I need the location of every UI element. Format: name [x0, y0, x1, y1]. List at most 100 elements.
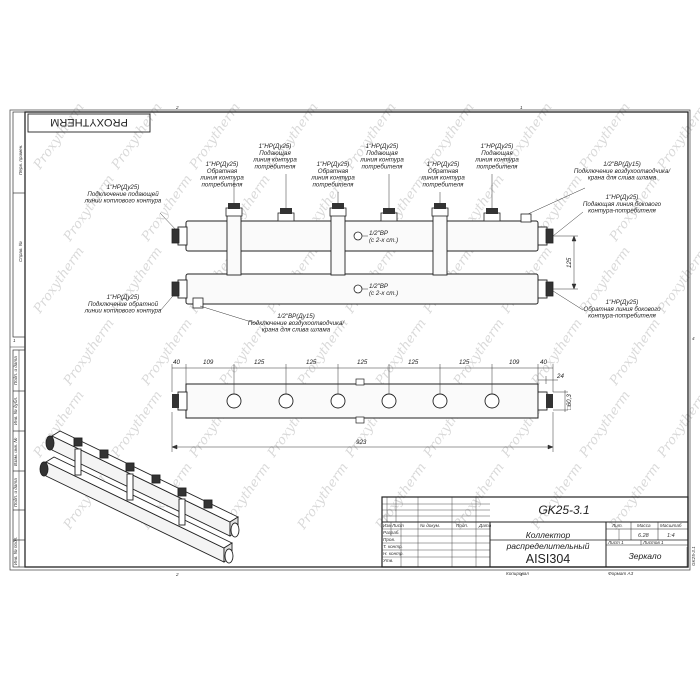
zone-mark-top-right: 1 — [520, 105, 523, 110]
mass-label: Масса — [637, 523, 651, 528]
outlet-supply-3 — [483, 208, 501, 222]
return-consumer-2-line-1: 1"НР(Ду25) — [317, 161, 350, 168]
supply-boiler-line-2: Подключение подающей — [87, 191, 159, 198]
outlet-return-3 — [431, 203, 449, 217]
stamp-podp-data-1: Подп. и дата — [13, 356, 18, 385]
top-hole-3 — [330, 393, 346, 409]
air-vent-bottom-line-3: крана для слива шлама — [262, 327, 331, 334]
air-vent-top-line-1: 1/2"ВР(Ду15) — [603, 161, 641, 168]
sheet-border — [9, 109, 691, 571]
supply-consumer-2-line-2: Подающая — [366, 150, 398, 157]
role-prov: Пров. — [383, 537, 395, 542]
outlet-supply-2 — [380, 208, 398, 222]
label-side-return: 1"НР(Ду25)Обратная линия боковогоконтура… — [583, 299, 661, 320]
stamp-perv-primen: Перв. примен. — [18, 144, 23, 175]
drawing-name-line1: Коллектор — [526, 530, 571, 540]
col-list: Лист — [391, 523, 404, 528]
top-view-holes — [226, 393, 500, 409]
air-vent-bottom-line-2: Подключение воздухоотводчика/ — [248, 320, 346, 327]
return-boiler-line-2: Подключение обратной — [88, 301, 159, 308]
brand-name: PROXYTHERM — [50, 116, 128, 128]
dim-space-4: 125 — [306, 359, 317, 366]
dim-space-5: 125 — [357, 359, 368, 366]
isometric-view — [39, 430, 240, 564]
label-air-vent-bottom: 1/2"ВР(Ду15)Подключение воздухоотводчика… — [248, 313, 346, 334]
top-view: 40 109 125 125 125 125 125 109 40 923 24… — [171, 359, 573, 452]
side-return-line-3: контура-потребителя — [588, 313, 656, 320]
side-return-line-1: 1"НР(Ду25) — [606, 299, 639, 306]
top-hole-1 — [226, 393, 242, 409]
return-consumer-2-line-2: Обратная — [318, 168, 349, 175]
air-vent-top-line-2: Подключение воздухоотводчика/ — [574, 168, 672, 175]
zone-mark-top-left: 2 — [175, 105, 179, 110]
supply-consumer-1-line-1: 1"НР(Ду25) — [259, 143, 292, 150]
return-consumer-3-line-4: потребителя — [423, 181, 465, 188]
outlet-return-2 — [329, 203, 347, 217]
front-leaders — [159, 174, 586, 325]
col-date: Дата — [478, 523, 492, 528]
outlet-supply-1 — [277, 208, 295, 222]
stamp-vzam-inv: Взам. инв. № — [13, 438, 18, 466]
col-izm: Изм — [383, 523, 392, 528]
watermark-text: Proxytherm — [576, 388, 633, 461]
bypass-port-bottom — [353, 284, 363, 294]
watermark-text: Proxytherm — [654, 100, 700, 173]
return-consumer-2-line-4: потребителя — [313, 181, 355, 188]
zone-mark-bottom-left: 2 — [175, 572, 179, 577]
title-block — [381, 496, 689, 568]
side-supply-line-1: 1"НР(Ду25) — [606, 194, 639, 201]
top-hole-5 — [432, 393, 448, 409]
finish: Зеркало — [629, 551, 662, 561]
role-tkontr: Т. контр. — [383, 544, 403, 549]
dim-side: 24 — [556, 373, 564, 380]
return-consumer-1-line-3: линия контура — [199, 175, 244, 182]
drawing-name-line2: распределительный — [506, 541, 590, 551]
dim-overall: 923 — [356, 439, 367, 446]
dim-pipe: □60,3 — [566, 394, 573, 410]
watermark-text: Proxytherm — [294, 460, 351, 533]
top-hole-2 — [278, 393, 294, 409]
scale-label: Масштаб — [660, 523, 682, 528]
riser-2 — [330, 214, 346, 276]
supply-consumer-1-line-3: линия контура — [252, 157, 297, 164]
stamp-podp-data-2: Подп. и дата — [13, 478, 18, 507]
riser-3 — [432, 214, 448, 276]
return-boiler-line-1: 1"НР(Ду25) — [107, 294, 140, 301]
watermark-text: Proxytherm — [372, 316, 429, 389]
role-nkontr: Н. контр. — [383, 551, 404, 556]
label-bypass-top: 1/2"ВР(с 2-х ст.) — [369, 230, 398, 244]
dim-height: 125 — [566, 257, 573, 268]
watermark-text: Proxytherm — [30, 100, 87, 173]
stamp-inv-podl: Инв. № подл. — [13, 536, 18, 565]
copied-label: Копировал — [506, 571, 529, 576]
top-hole-6 — [484, 393, 500, 409]
side-return-line-2: Обратная линия бокового — [583, 306, 661, 313]
air-vent-bottom-port — [192, 297, 204, 309]
sheet-number: Лист 1 — [607, 540, 624, 545]
side-supply-line-3: контура-потребителя — [588, 208, 656, 215]
watermark-text: Proxytherm — [108, 388, 165, 461]
side-code: GK25-3.1 — [691, 546, 696, 566]
material: AISI304 — [526, 552, 571, 566]
dim-space-7: 125 — [459, 359, 470, 366]
bypass-bottom-line-2: (с 2-х ст.) — [369, 290, 398, 297]
role-razrab: Разраб. — [383, 530, 400, 535]
air-vent-bottom-line-1: 1/2"ВР(Ду15) — [277, 313, 315, 320]
air-vent-top-port — [520, 213, 532, 223]
watermark-text: Proxytherm — [138, 316, 195, 389]
label-bypass-bottom: 1/2"ВР(с 2-х ст.) — [369, 283, 398, 297]
supply-consumer-2-line-4: потребителя — [362, 163, 404, 170]
col-doc: № докум. — [420, 523, 440, 528]
front-view: 125 — [159, 174, 586, 325]
zone-mark-left: 1 — [13, 338, 16, 343]
supply-consumer-2-line-3: линия контура — [359, 157, 404, 164]
label-air-vent-top: 1/2"ВР(Ду15)Подключение воздухоотводчика… — [574, 161, 672, 182]
watermark-text: Proxytherm — [60, 316, 117, 389]
supply-boiler-line-3: линии котлового контура — [84, 198, 162, 205]
return-consumer-3-line-2: Обратная — [428, 168, 459, 175]
supply-boiler-line-1: 1"НР(Ду25) — [107, 184, 140, 191]
